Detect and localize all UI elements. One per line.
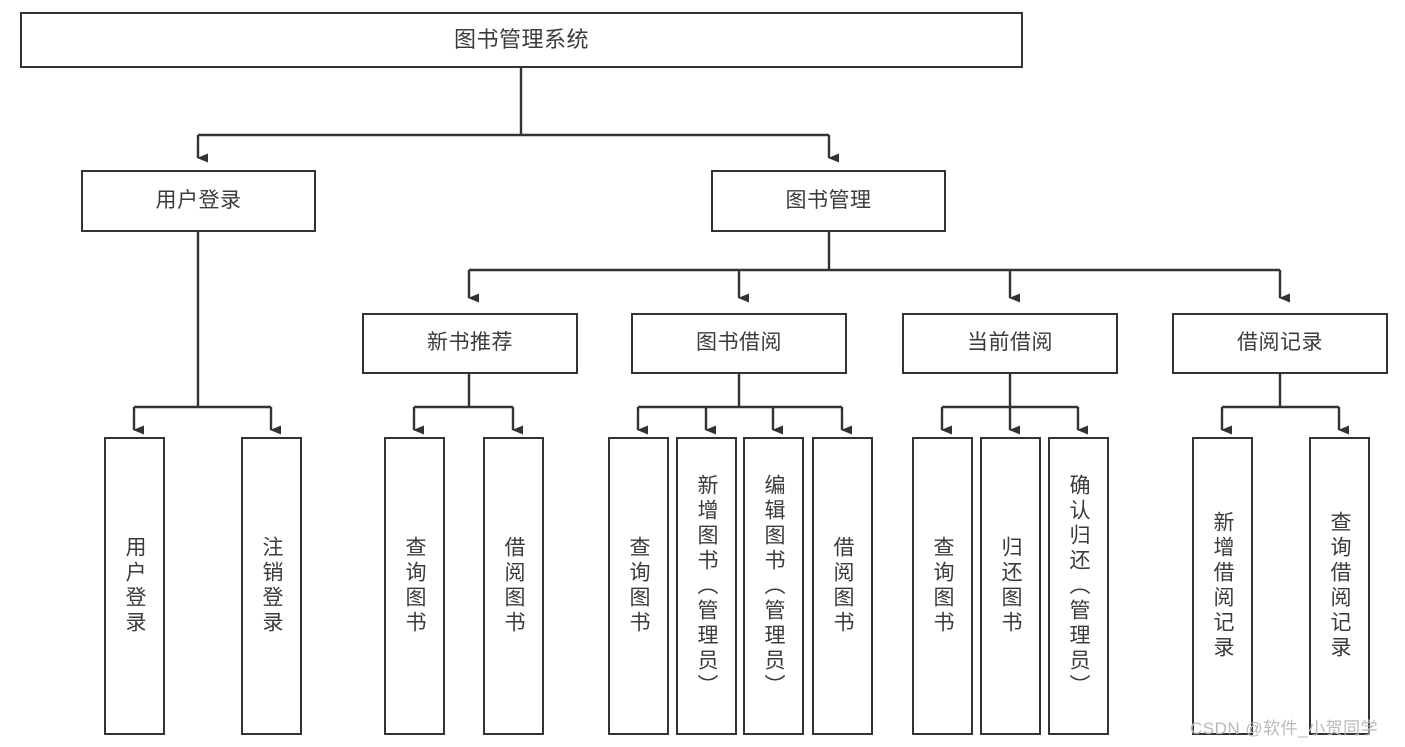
node-borrow-record-label: 借阅记录 <box>1237 331 1323 355</box>
node-leaf-current-query-label: 查询图书 <box>931 536 954 636</box>
node-leaf-current-confirm-return[interactable]: 确认归还（管理员） <box>1048 437 1109 735</box>
node-book-borrow[interactable]: 图书借阅 <box>631 313 847 374</box>
node-current-borrow-label: 当前借阅 <box>967 331 1053 355</box>
node-leaf-current-return[interactable]: 归还图书 <box>980 437 1041 735</box>
node-leaf-newbook-query-label: 查询图书 <box>403 536 426 636</box>
node-new-book-recommend[interactable]: 新书推荐 <box>362 313 578 374</box>
node-borrow-record[interactable]: 借阅记录 <box>1172 313 1388 374</box>
node-leaf-borrow-book-label: 借阅图书 <box>831 536 854 636</box>
node-book-management-label: 图书管理 <box>785 188 872 212</box>
node-leaf-borrow-book[interactable]: 借阅图书 <box>812 437 873 735</box>
node-leaf-logout[interactable]: 注销登录 <box>241 437 302 735</box>
node-leaf-logout-label: 注销登录 <box>260 536 283 636</box>
node-root[interactable]: 图书管理系统 <box>20 12 1023 68</box>
node-leaf-borrow-edit-label: 编辑图书（管理员） <box>762 473 785 699</box>
node-leaf-current-confirm-return-label: 确认归还（管理员） <box>1067 473 1090 699</box>
node-leaf-borrow-edit[interactable]: 编辑图书（管理员） <box>743 437 804 735</box>
node-book-management[interactable]: 图书管理 <box>711 170 946 232</box>
node-leaf-newbook-borrow-label: 借阅图书 <box>502 536 525 636</box>
node-leaf-record-add[interactable]: 新增借阅记录 <box>1192 437 1253 735</box>
node-leaf-newbook-borrow[interactable]: 借阅图书 <box>483 437 544 735</box>
node-leaf-user-login-label: 用户登录 <box>123 536 146 636</box>
node-leaf-borrow-query-label: 查询图书 <box>627 536 650 636</box>
node-leaf-current-return-label: 归还图书 <box>999 536 1022 636</box>
node-user-login-label: 用户登录 <box>155 188 242 212</box>
node-leaf-current-query[interactable]: 查询图书 <box>912 437 973 735</box>
node-root-label: 图书管理系统 <box>453 27 589 53</box>
watermark: CSDN @软件_小贺同学 <box>1190 719 1379 738</box>
node-leaf-borrow-add-label: 新增图书（管理员） <box>695 473 718 699</box>
node-book-borrow-label: 图书借阅 <box>696 331 782 355</box>
node-leaf-newbook-query[interactable]: 查询图书 <box>384 437 445 735</box>
node-leaf-borrow-query[interactable]: 查询图书 <box>608 437 669 735</box>
node-leaf-user-login[interactable]: 用户登录 <box>104 437 165 735</box>
node-current-borrow[interactable]: 当前借阅 <box>902 313 1118 374</box>
node-user-login[interactable]: 用户登录 <box>81 170 316 232</box>
node-leaf-borrow-add[interactable]: 新增图书（管理员） <box>676 437 737 735</box>
node-new-book-recommend-label: 新书推荐 <box>427 331 513 355</box>
node-leaf-record-query[interactable]: 查询借阅记录 <box>1309 437 1370 735</box>
node-leaf-record-add-label: 新增借阅记录 <box>1211 511 1234 661</box>
node-leaf-record-query-label: 查询借阅记录 <box>1328 511 1351 661</box>
